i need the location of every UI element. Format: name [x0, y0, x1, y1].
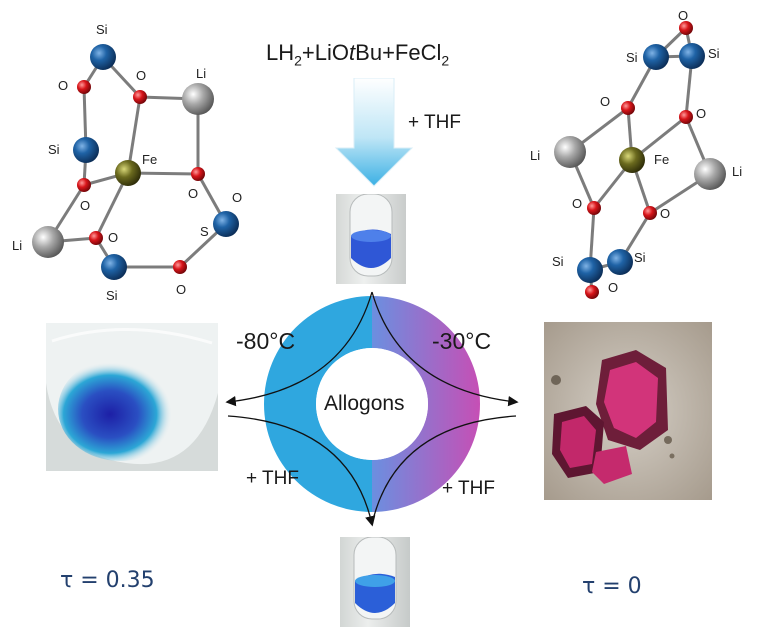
atom-si: [213, 211, 239, 237]
atom-o: [621, 101, 635, 115]
temperature-left-label: -80°C: [236, 328, 296, 354]
left-atom-label: Li: [196, 66, 207, 81]
tau-right-value: τ = 0: [582, 574, 642, 599]
left-atom-label: Si: [106, 288, 118, 303]
reagent-fecl-subscript: 2: [441, 52, 450, 69]
atom-li: [694, 158, 726, 190]
atom-o: [585, 285, 599, 299]
atom-li: [554, 136, 586, 168]
right-atom-label: Li: [732, 164, 743, 179]
right-atom-label: Fe: [654, 152, 670, 167]
atom-li: [182, 83, 214, 115]
left-molecule: [32, 44, 239, 280]
vial-photo-top: [336, 194, 406, 284]
ring-right-half: [372, 296, 480, 512]
reaction-arrow: [334, 78, 414, 187]
atom-fe: [619, 147, 645, 173]
reagent-lh: LH: [266, 40, 295, 65]
ring-left-half: [264, 296, 372, 512]
right-atom-label: O: [608, 280, 619, 295]
right-atom-label: Si: [634, 250, 646, 265]
left-atom-label: O: [80, 198, 91, 213]
reagent-lh-subscript: 2: [294, 52, 302, 69]
atom-fe: [115, 160, 141, 186]
reaction-equation: LH2+LiOtBu+FeCl2: [266, 40, 449, 68]
right-atom-label: Si: [552, 254, 564, 269]
right-atom-label: O: [572, 196, 583, 211]
right-atom-label: O: [600, 94, 611, 109]
arrow-top-to-right: [371, 291, 519, 407]
allogon-cycle: [225, 291, 519, 527]
left-atom-label: Si: [96, 22, 108, 37]
right-atom-label: O: [660, 206, 671, 221]
atom-o: [679, 110, 693, 124]
atom-si: [90, 44, 116, 70]
left-atom-label: Si: [48, 142, 60, 157]
atom-o: [191, 167, 205, 181]
left-atom-label: O: [188, 186, 199, 201]
solvent-right-label: + THF: [442, 478, 495, 499]
right-atom-label: Si: [708, 46, 720, 61]
atom-si: [679, 43, 705, 69]
solvent-top-label: + THF: [408, 112, 461, 133]
red-crystal-photo: [544, 322, 712, 500]
atom-si: [73, 137, 99, 163]
blue-solid-photo: [46, 323, 218, 471]
solvent-left-label: + THF: [246, 468, 299, 489]
left-atom-label: O: [58, 78, 69, 93]
arrow-right-to-bottom: [371, 415, 517, 525]
blue-solid-drawing: [46, 323, 218, 471]
left-atom-label: Li: [12, 238, 23, 253]
left-atom-label: S: [200, 224, 209, 239]
atom-si: [643, 44, 669, 70]
atom-o: [643, 206, 657, 220]
atom-o: [587, 201, 601, 215]
arrow-left-to-bottom: [227, 415, 376, 527]
reagent-lio: +LiO: [301, 40, 350, 65]
atom-o: [77, 80, 91, 94]
vial-photo-bottom: [340, 537, 410, 627]
left-atom-label: O: [108, 230, 119, 245]
atom-si: [101, 254, 127, 280]
reagent-tert-italic: t: [349, 40, 356, 65]
right-atom-label: O: [678, 8, 689, 23]
right-atom-label: Li: [530, 148, 541, 163]
right-atom-label: O: [696, 106, 707, 121]
arrow-top-to-left: [225, 291, 373, 407]
vial-bottom-drawing: [353, 537, 397, 620]
vial-top-drawing: [349, 194, 393, 277]
temperature-right-label: -30°C: [432, 328, 492, 354]
left-atom-label: Fe: [142, 152, 158, 167]
atom-si: [607, 249, 633, 275]
left-atom-label: O: [176, 282, 187, 297]
atom-si: [577, 257, 603, 283]
red-crystal-drawing: [544, 322, 712, 500]
atom-o: [77, 178, 91, 192]
reagent-fecl: +FeCl: [382, 40, 442, 65]
atom-o: [133, 90, 147, 104]
atom-li: [32, 226, 64, 258]
right-molecule: [554, 21, 726, 299]
atom-o: [679, 21, 693, 35]
left-atom-label: O: [136, 68, 147, 83]
left-atom-label: O: [232, 190, 243, 205]
reagent-butyl: Bu: [355, 40, 383, 65]
atom-o: [89, 231, 103, 245]
right-atom-label: Si: [626, 50, 638, 65]
ring-center-label: Allogons: [324, 392, 405, 415]
tau-left-value: τ = 0.35: [60, 568, 155, 593]
atom-o: [173, 260, 187, 274]
